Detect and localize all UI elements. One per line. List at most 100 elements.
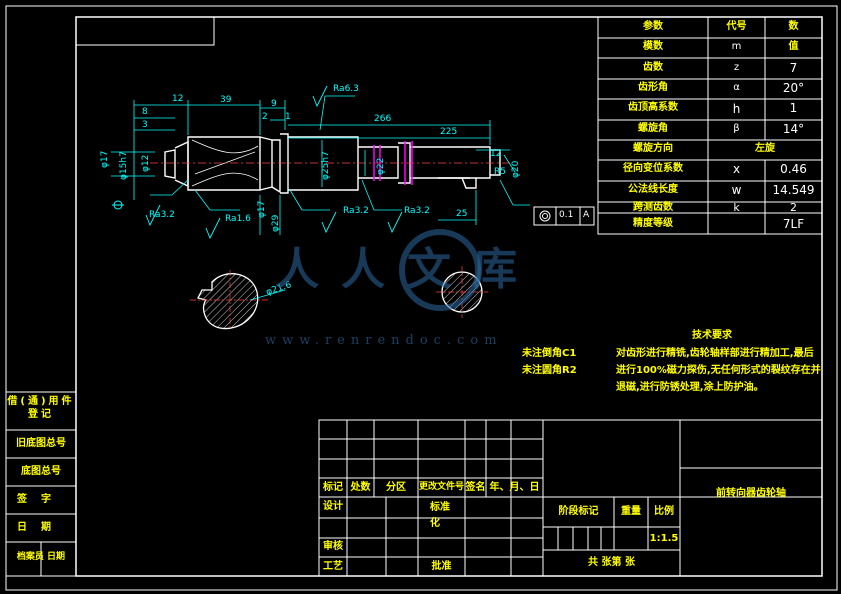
- side-cell-base: 底图总号: [21, 466, 61, 477]
- params-row-value: 2: [790, 201, 797, 214]
- roughness-label: Ra3.2: [404, 206, 430, 216]
- side-cell-date: 日期: [17, 522, 65, 533]
- tb-weight: 重量: [621, 506, 641, 517]
- params-row-value: 20°: [782, 81, 805, 95]
- dim-label: R5: [494, 167, 506, 177]
- params-row-name: 螺旋方向: [633, 143, 673, 154]
- tb-design: 设计: [323, 501, 343, 512]
- tb-label: 签名: [465, 482, 486, 493]
- side-cell-sign: 签字: [17, 494, 65, 505]
- params-row-symbol: α: [733, 82, 740, 93]
- params-row-symbol: z: [733, 62, 740, 73]
- params-row-symbol: h: [732, 102, 741, 116]
- params-row-symbol: m: [731, 41, 742, 52]
- outer-border: [5, 5, 838, 591]
- tech-req-line: 退磁,进行防锈处理,涂上防护油。: [616, 382, 764, 393]
- params-row-name: 齿形角: [638, 82, 668, 93]
- params-row-value: 左旋: [755, 143, 775, 154]
- roughness-label: Ra3.2: [343, 206, 369, 216]
- watermark-brand: 人人文库: [275, 244, 539, 295]
- dim-label: φ20: [511, 160, 521, 178]
- roughness-label: Ra6.3: [333, 84, 359, 94]
- geometric-tolerance-frame: [533, 206, 595, 226]
- dim-label: 12: [490, 149, 502, 159]
- tolerance-datum: A: [583, 210, 590, 220]
- params-row-name: 齿顶高系数: [628, 102, 678, 113]
- watermark-url: www.renrendoc.com: [265, 333, 503, 348]
- params-row-symbol: k: [733, 201, 740, 214]
- params-row-value: 7LF: [782, 217, 805, 231]
- params-row-symbol: x: [732, 162, 741, 176]
- tb-label: 标记: [323, 482, 343, 493]
- title-block-grid: [318, 419, 823, 577]
- dim-label: 1: [285, 112, 291, 122]
- dim-label: 25: [456, 209, 468, 219]
- tech-req-line: 进行100%磁力探伤,无任何形式的裂纹存在并: [616, 365, 821, 376]
- dim-label: 12: [172, 94, 184, 104]
- params-row-value: 1: [789, 101, 798, 115]
- tb-process: 工艺: [323, 561, 343, 572]
- params-header-symbol: 代号: [726, 21, 747, 32]
- side-cell-borrowed: 借(通)用件登记: [7, 396, 75, 420]
- params-row-value: 值: [788, 41, 799, 52]
- section-view-gear: [190, 270, 286, 330]
- tb-label: 处数: [350, 482, 371, 493]
- shaft-outline: [164, 133, 501, 194]
- dimension-lines: [111, 95, 530, 235]
- dim-label: φ25h7: [321, 151, 331, 180]
- tb-approve: 批准: [431, 561, 452, 572]
- params-row-symbol: β: [733, 123, 740, 134]
- dim-label: 8: [142, 107, 148, 117]
- side-cell-old-base: 旧底图总号: [16, 438, 66, 449]
- dim-label: 2: [262, 112, 268, 122]
- tech-req-line: 对齿形进行精铣,齿轮轴样部进行精加工,最后: [616, 348, 814, 359]
- params-row-name: 公法线长度: [628, 184, 678, 195]
- dim-label: 225: [440, 127, 458, 137]
- params-row-name: 精度等级: [633, 218, 673, 229]
- params-table-grid: [597, 16, 823, 235]
- tech-req-title: 技术要求: [692, 330, 732, 341]
- dim-label: φ12: [141, 154, 151, 172]
- tolerance-value: 0.1: [559, 210, 574, 220]
- dim-label: 9: [271, 99, 277, 109]
- tb-label: 年、月、日: [489, 482, 540, 493]
- params-row-name: 齿数: [643, 62, 663, 73]
- tb-sheets: 共 张第 张: [588, 557, 635, 568]
- tb-label: 分区: [386, 482, 406, 493]
- params-row-name: 螺旋角: [638, 123, 668, 134]
- section-view-shaft: [436, 266, 488, 318]
- params-row-name: 模数: [643, 41, 663, 52]
- params-row-value: 0.46: [780, 162, 807, 176]
- drawing-name: 前转向器齿轮轴: [716, 488, 786, 499]
- dim-label: 266: [374, 114, 392, 124]
- tb-stage: 阶段标记: [558, 506, 599, 517]
- params-header-value: 数: [788, 21, 799, 32]
- note-fillet: 未注圆角R2: [522, 365, 577, 376]
- dim-label: φ17: [100, 150, 110, 168]
- dim-label: 39: [220, 95, 232, 105]
- dim-label: φ17: [257, 200, 267, 218]
- params-row-name: 跨测齿数: [633, 202, 673, 213]
- dim-label: φ15h7: [119, 151, 129, 180]
- params-row-value: 14°: [782, 122, 805, 136]
- roughness-symbols: [145, 85, 403, 240]
- note-chamfer: 未注倒角C1: [522, 348, 577, 359]
- tb-check: 审核: [323, 541, 343, 552]
- dim-label: φ29: [271, 214, 281, 232]
- roughness-label: Ra3.2: [149, 210, 175, 220]
- dim-label: φ22: [376, 157, 386, 175]
- side-column-grid: [5, 391, 77, 577]
- params-row-value: 7: [789, 61, 798, 75]
- dim-label: 3: [142, 120, 148, 130]
- top-left-code-box: [75, 16, 215, 46]
- params-row-value: 14.549: [772, 183, 815, 197]
- tb-scale: 比例: [654, 506, 674, 517]
- tb-scale-value: 1:1.5: [649, 533, 679, 544]
- datum-symbol: [112, 200, 124, 210]
- side-cell-archivist: 档案员 日期: [16, 552, 66, 562]
- params-row-name: 径向变位系数: [623, 163, 683, 174]
- groove-marks: [373, 141, 413, 185]
- roughness-label: Ra1.6: [225, 214, 251, 224]
- tb-label: 更改文件号: [418, 482, 464, 492]
- tb-standardize: 标准化: [430, 502, 450, 529]
